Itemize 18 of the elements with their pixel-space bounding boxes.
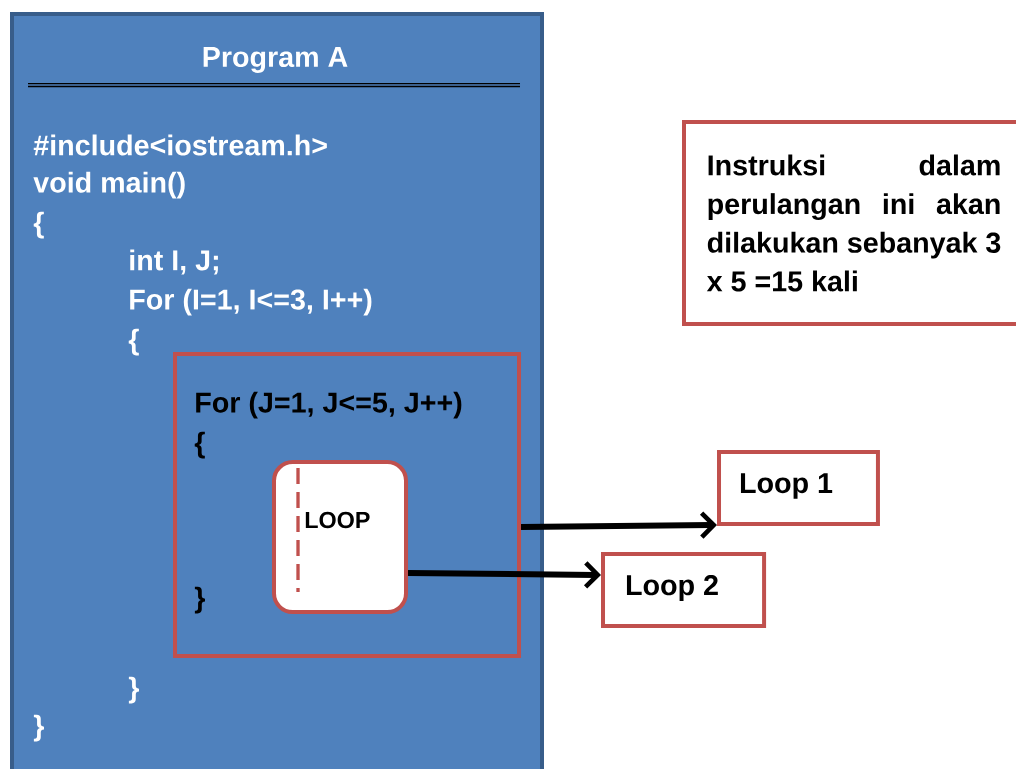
box-label: LOOP bbox=[305, 511, 370, 529]
code-line: For (J=1, J<=5, J++) bbox=[196, 391, 462, 419]
code-line: } bbox=[33, 714, 44, 742]
code-line: } bbox=[128, 676, 139, 704]
code-line: void main() bbox=[33, 171, 185, 199]
arrow bbox=[407, 561, 601, 589]
code-line: #include<iostream.h> bbox=[33, 134, 327, 156]
box-label: Loop 1 bbox=[740, 473, 833, 499]
code-line: int I, J; bbox=[130, 249, 218, 275]
code-line: } bbox=[194, 586, 205, 614]
arrow bbox=[520, 511, 717, 539]
panel-title: Program A bbox=[203, 47, 348, 73]
code-line: { bbox=[194, 431, 205, 459]
code-line: { bbox=[128, 328, 139, 356]
code-line: For (I=1, I<=3, I++) bbox=[130, 288, 372, 316]
code-line: { bbox=[33, 211, 44, 239]
note-box: Instruksi dalam perulangan ini akan dilakukan sebanyak 3 x 5 =15 kali bbox=[682, 120, 1016, 326]
box-label: Loop 2 bbox=[626, 575, 718, 601]
